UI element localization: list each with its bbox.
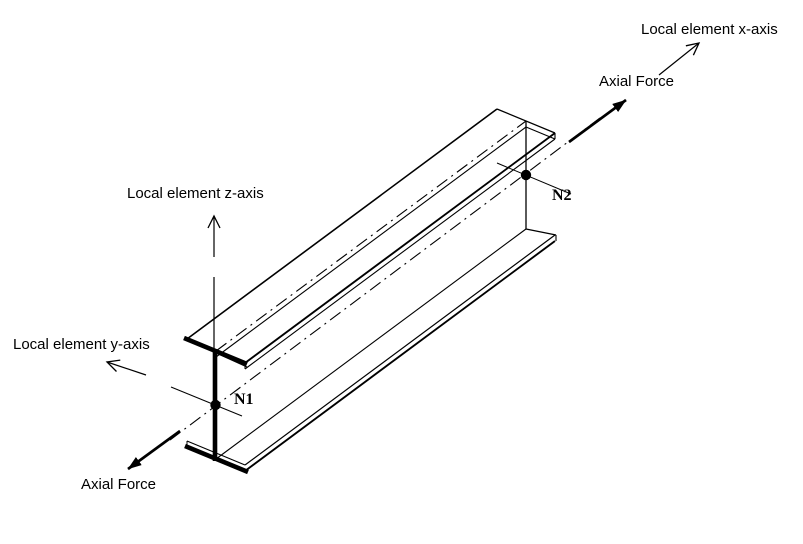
label-node-n2: N2: [552, 187, 572, 204]
top-face-right-edge: [244, 132, 556, 364]
axial-force-arrows: [127, 98, 627, 471]
beam-long-edges: [186, 108, 556, 472]
axial-force-arrow-n2: [568, 98, 627, 144]
label-local-z-axis: Local element z-axis: [127, 185, 264, 202]
web-bottom-flange-junction: [215, 228, 527, 460]
near-bottom-flange-cut: [184, 443, 249, 475]
label-local-x-axis: Local element x-axis: [641, 21, 778, 38]
label-axial-force-bottom: Axial Force: [81, 476, 157, 493]
node-dots: [210, 169, 532, 411]
top-face-left-edge: [186, 108, 498, 340]
n1-y-crossline: [170, 386, 243, 417]
near-bottom-flange-top-edge: [186, 440, 246, 466]
node-cross-lines: [170, 162, 572, 417]
label-local-y-axis: Local element y-axis: [13, 336, 150, 353]
y-axis-arrow: [105, 359, 147, 376]
far-bottom-flange-top-edge: [525, 228, 557, 236]
x-axis-group: [658, 42, 701, 76]
x-axis-arrow: [658, 42, 701, 76]
top-flange-centerline: [215, 120, 527, 352]
web-top-flange-junction: [215, 126, 527, 358]
beam-near-section: [183, 335, 249, 475]
top-flange-tip-underside-edge: [244, 138, 556, 370]
y-axis-group: [105, 359, 147, 376]
label-axial-force-top: Axial Force: [599, 73, 675, 90]
axial-force-arrow-n1: [127, 429, 181, 471]
node-n1-dot: [210, 399, 221, 411]
bottom-flange-tip-top-edge: [244, 234, 556, 466]
label-node-n1: N1: [234, 391, 254, 408]
n2-y-crossline: [496, 162, 572, 195]
bottom-face-right-edge: [244, 240, 556, 472]
centerlines-group: [169, 117, 601, 441]
node-n2-dot: [520, 169, 532, 181]
near-flange-underside-edge: [215, 352, 248, 368]
beam-axis-centerline: [169, 117, 601, 441]
